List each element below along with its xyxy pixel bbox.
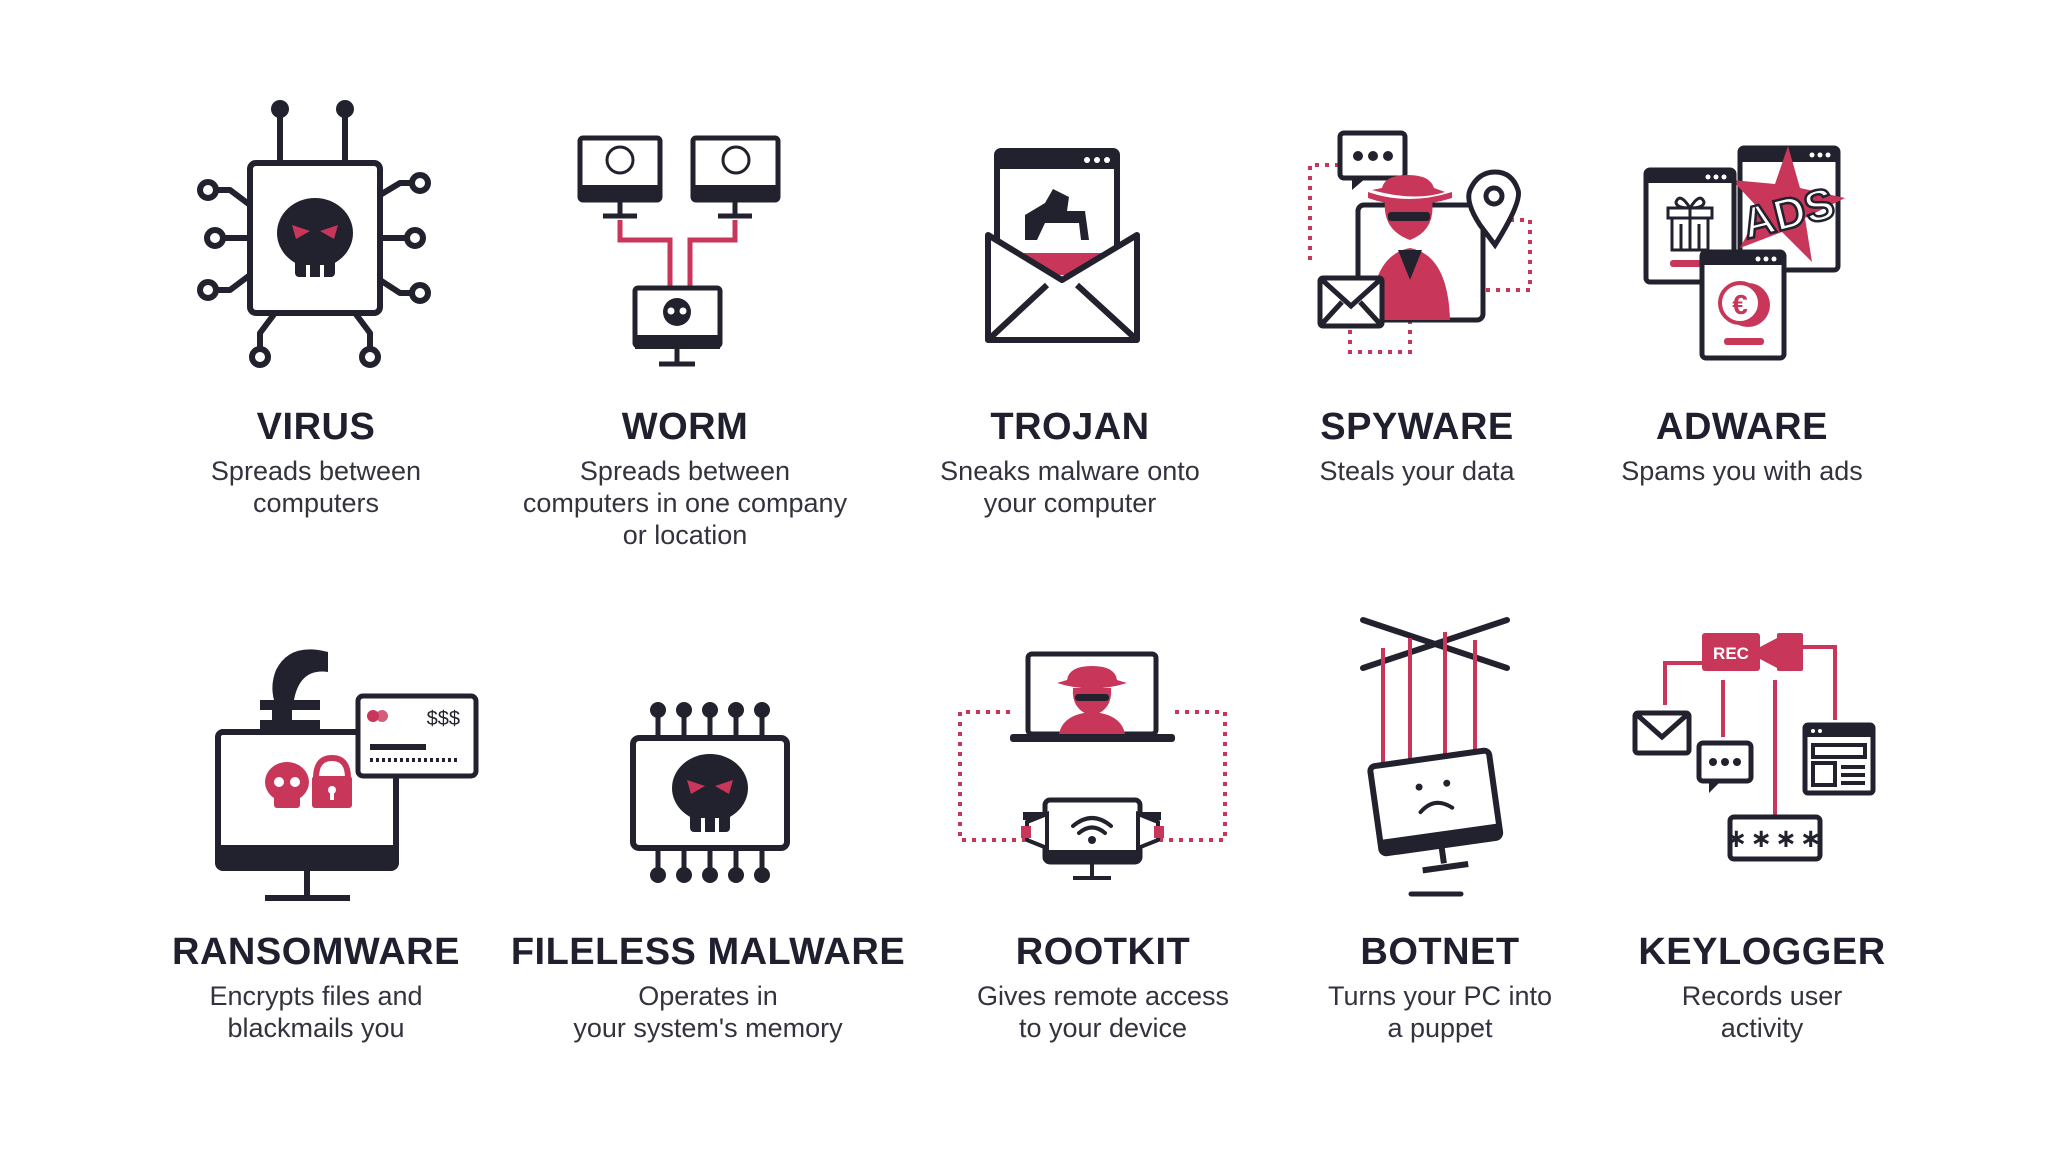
adware-title: ADWARE	[1656, 406, 1828, 448]
rootkit-title: ROOTKIT	[1015, 931, 1191, 973]
locked-monitor-euro-icon: $$$	[215, 649, 479, 901]
spyware-title: SPYWARE	[1320, 406, 1514, 448]
trojan-description: Sneaks malware onto your computer	[940, 456, 1200, 518]
spy-agent-icon	[1308, 130, 1532, 354]
ransomware-description: Encrypts files and blackmails you	[209, 981, 423, 1043]
botnet-card: BOTNET Turns your PC into a puppet	[1230, 930, 1650, 1044]
virus-title: VIRUS	[256, 406, 376, 448]
puppet-monitor-icon	[1360, 617, 1510, 897]
remote-spy-laptop-icon	[958, 651, 1227, 880]
ad-windows-icon: ADS €	[1643, 145, 1845, 361]
networked-monitors-icon	[577, 135, 781, 367]
virus-chip-skull-icon	[197, 100, 431, 368]
ransomware-card: RANSOMWARE Encrypts files and blackmails…	[106, 930, 526, 1044]
botnet-description: Turns your PC into a puppet	[1327, 981, 1553, 1043]
adware-card: ADWARE Spams you with ads	[1532, 405, 1952, 487]
trojan-card: TROJAN Sneaks malware onto your computer	[860, 405, 1280, 519]
worm-card: WORM Spreads between computers in one co…	[475, 405, 895, 551]
euro-coin-label: €	[1732, 289, 1748, 320]
rootkit-description: Gives remote access to your device	[976, 981, 1230, 1043]
rec-label: REC	[1713, 644, 1749, 663]
trojan-horse-envelope-icon	[985, 148, 1140, 343]
rootkit-card: ROOTKIT Gives remote access to your devi…	[893, 930, 1313, 1044]
memory-chip-skull-icon	[630, 702, 790, 883]
fileless-malware-title: FILELESS MALWARE	[510, 931, 906, 973]
trojan-title: TROJAN	[990, 406, 1150, 448]
virus-card: VIRUS Spreads between computers	[106, 405, 526, 519]
fileless-malware-card: FILELESS MALWARE Operates in your system…	[498, 930, 918, 1044]
worm-description: Spreads between computers in one company…	[522, 456, 848, 550]
keylogger-description: Records user activity	[1681, 981, 1843, 1043]
adware-description: Spams you with ads	[1621, 456, 1863, 486]
keylogger-title: KEYLOGGER	[1638, 931, 1886, 973]
fileless-malware-description: Operates in your system's memory	[573, 981, 843, 1043]
ransomware-title: RANSOMWARE	[172, 931, 460, 973]
password-mask: ∗∗∗∗	[1725, 823, 1824, 853]
botnet-title: BOTNET	[1360, 931, 1520, 973]
keylogger-card: KEYLOGGER Records user activity	[1552, 930, 1972, 1044]
worm-title: WORM	[621, 406, 749, 448]
spyware-card: SPYWARE Steals your data	[1207, 405, 1627, 487]
recording-keyboard-icon: REC ∗∗∗∗	[1632, 633, 1876, 862]
money-label: $$$	[427, 708, 460, 730]
spyware-description: Steals your data	[1319, 456, 1515, 486]
virus-description: Spreads between computers	[210, 456, 422, 518]
